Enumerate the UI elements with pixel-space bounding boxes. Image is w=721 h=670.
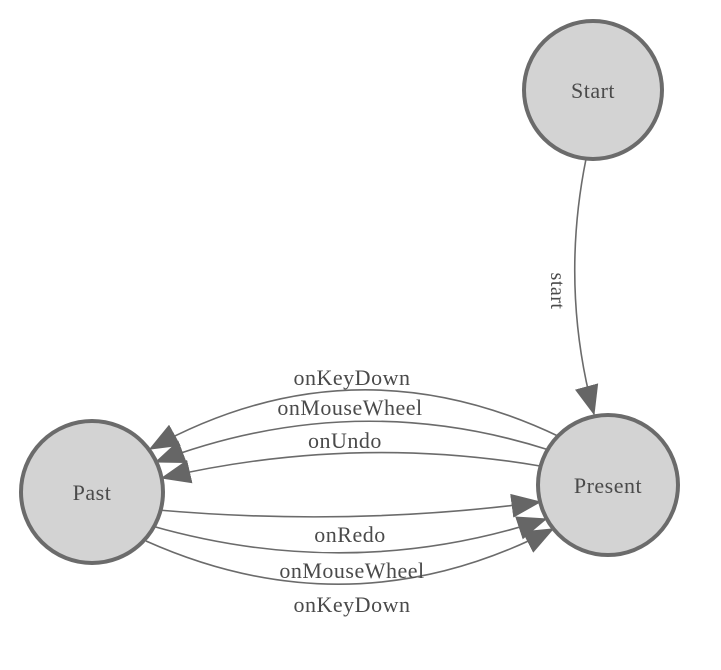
edge-past-to-present-onmousewheel: [151, 516, 548, 554]
edge-label-onmousewheel-top: onMouseWheel: [277, 395, 422, 420]
edge-label-onkeydown-top: onKeyDown: [294, 365, 411, 390]
state-circle-past: [19, 419, 165, 565]
edge-present-to-past-onundo: [160, 451, 541, 484]
node-label-past: Past: [73, 480, 112, 505]
edge-past-to-present-onredo: [157, 493, 542, 518]
edge-present-to-past-onkeydown: [148, 389, 561, 450]
edge-past-to-present-onkeydown: [145, 528, 555, 585]
edge-start-to-present: [573, 158, 599, 416]
edge-label-onmousewheel-bottom: onMouseWheel: [279, 558, 424, 583]
edge-label-onkeydown-bottom: onKeyDown: [294, 592, 411, 617]
edge-label-group: start onKeyDown onMouseWheel onUndo onRe…: [277, 273, 568, 617]
state-node-start: Start: [522, 19, 664, 161]
state-node-past: Past: [19, 419, 165, 565]
node-group: Start Present Past: [19, 19, 680, 565]
edge-group: [145, 158, 599, 585]
state-circle-present: [536, 413, 680, 557]
node-label-present: Present: [574, 473, 642, 498]
state-circle-start: [522, 19, 664, 161]
edge-label-onundo: onUndo: [308, 428, 382, 453]
edge-label-onredo: onRedo: [314, 522, 385, 547]
edge-label-start: start: [546, 273, 568, 310]
state-node-present: Present: [536, 413, 680, 557]
node-label-start: Start: [571, 78, 615, 103]
edge-present-to-past-onmousewheel: [154, 420, 550, 464]
